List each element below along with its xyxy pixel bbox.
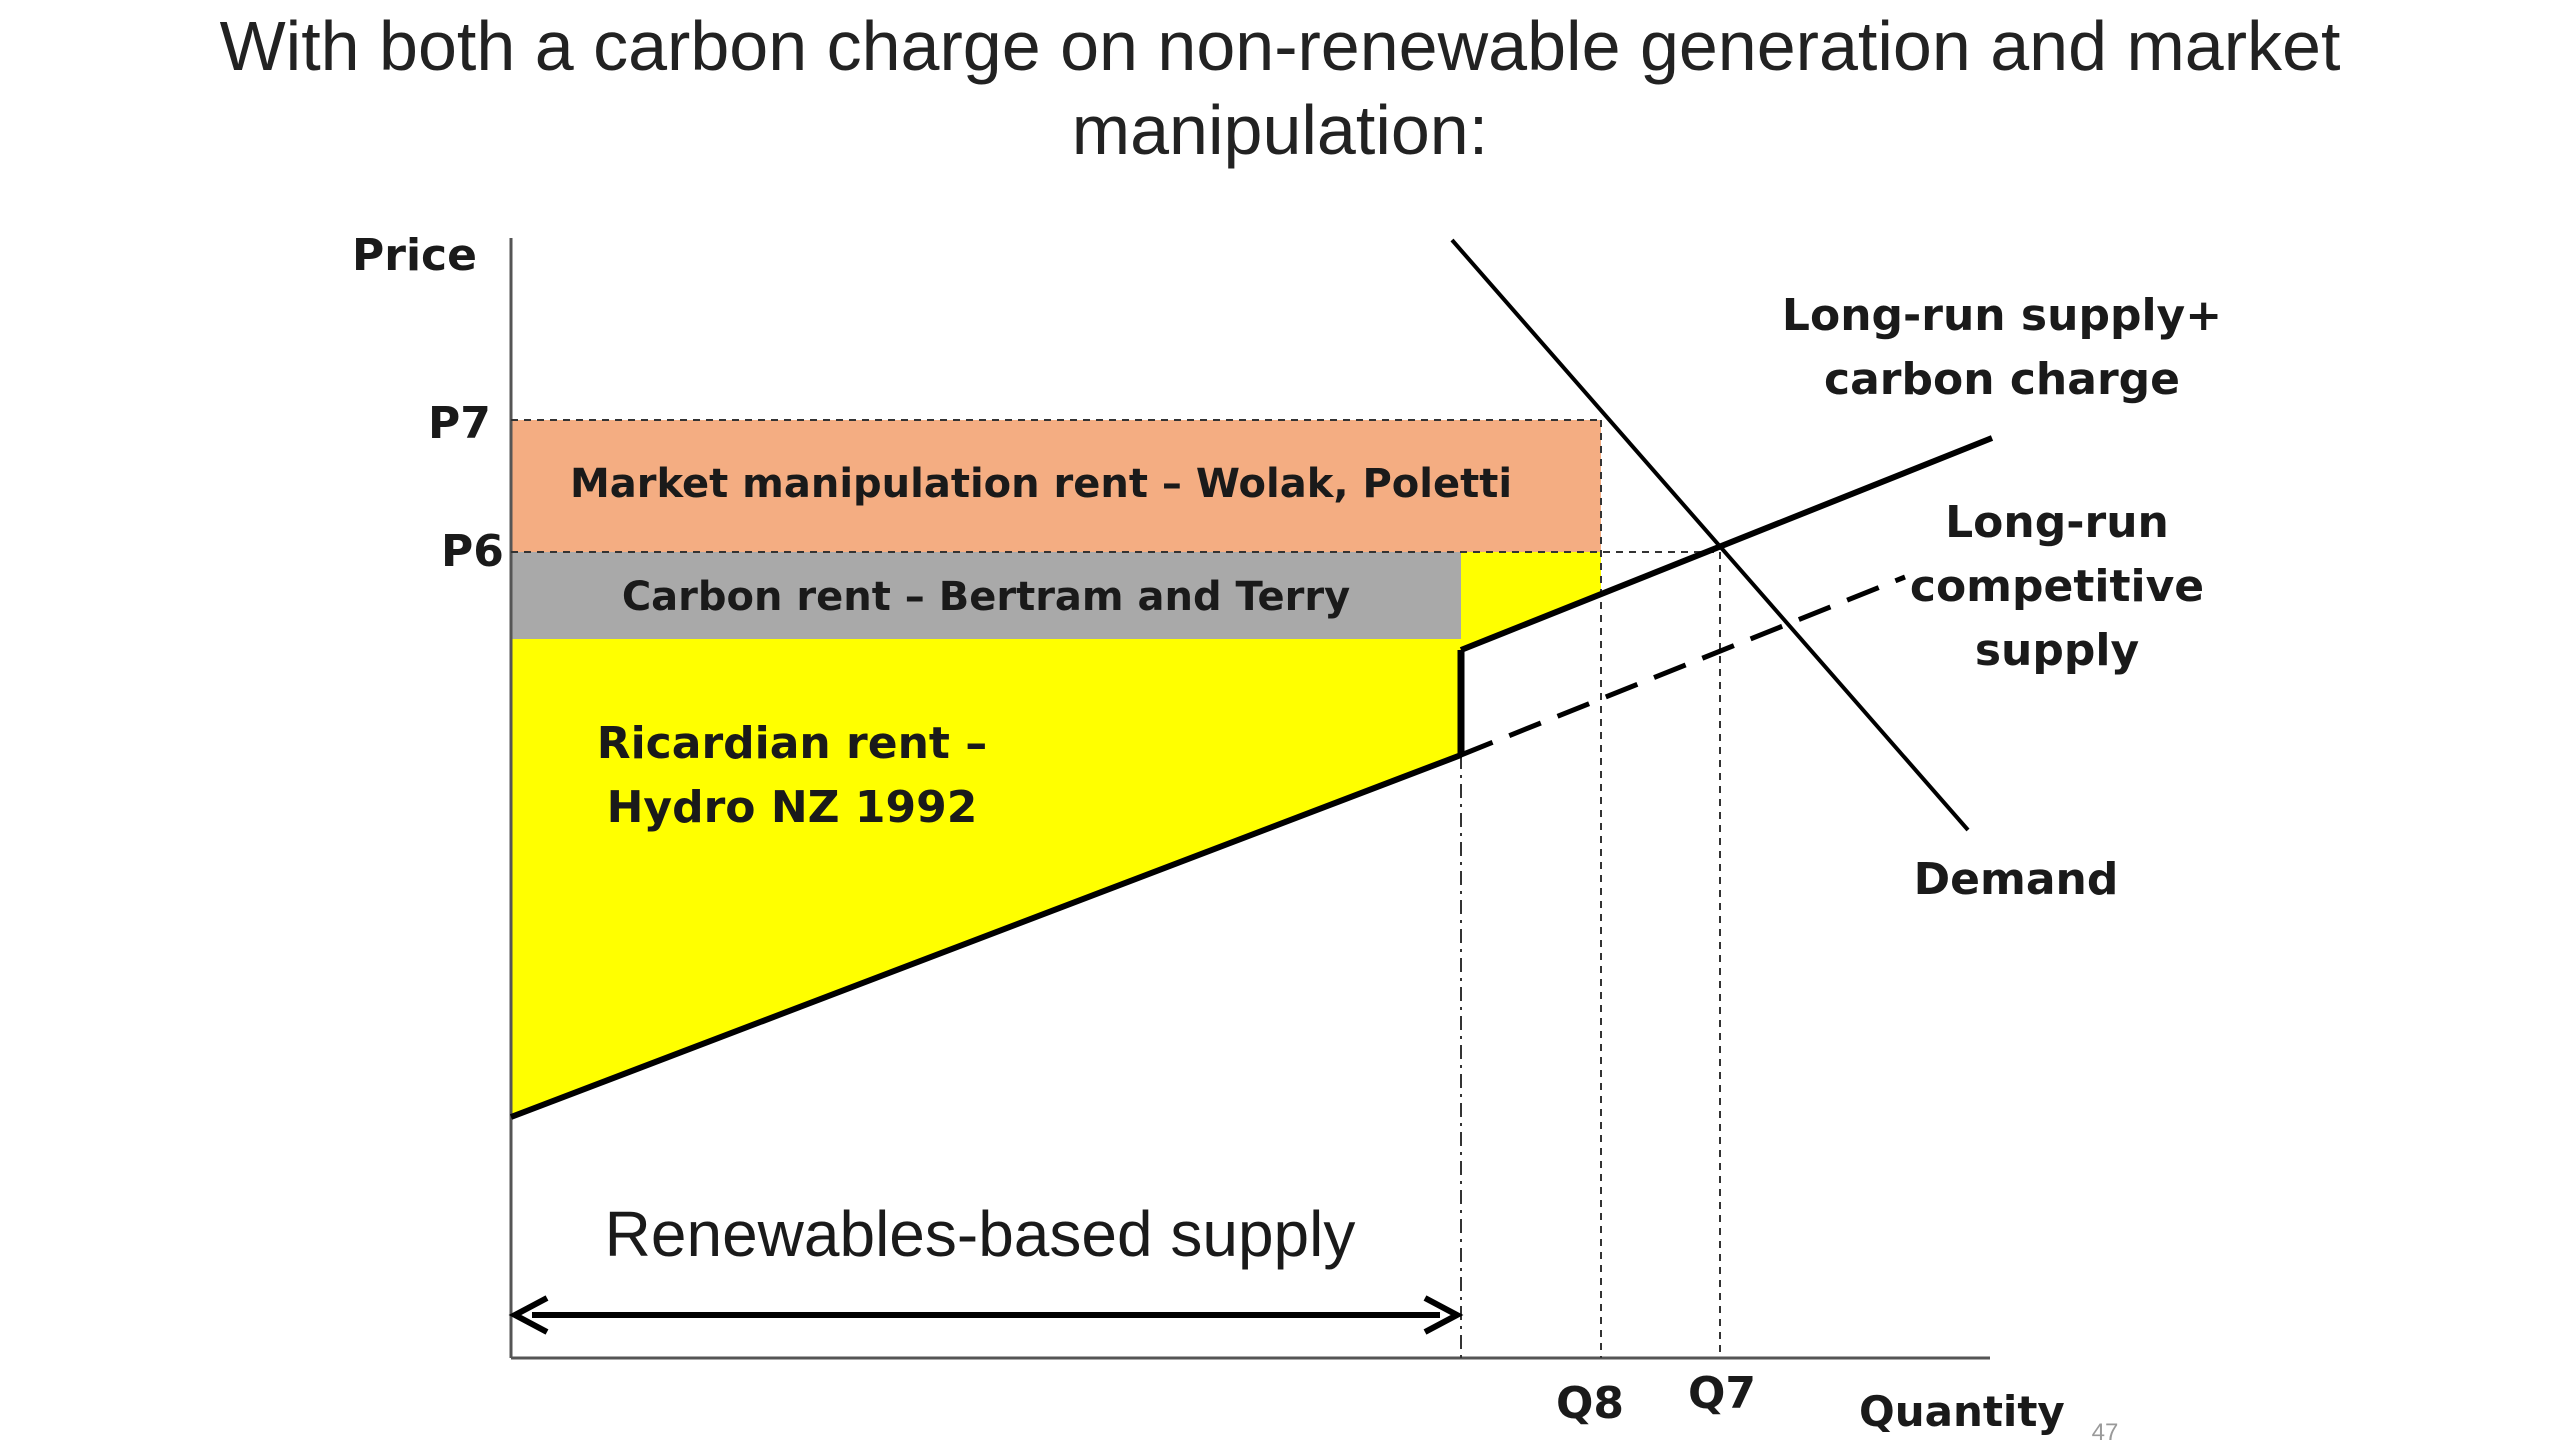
p7-label: P7 [428,398,491,449]
slide-title-line-2: manipulation: [1071,91,1489,169]
ricardian-rent-label-line-1: Ricardian rent – [597,718,988,769]
carbon-rent-triangle-region [1461,552,1601,650]
demand-label: Demand [1914,854,2119,905]
supply-carbon-label-line-2: carbon charge [1824,354,2180,405]
ricardian-rent-label-line-2: Hydro NZ 1992 [607,782,978,833]
slide-title-line-1: With both a carbon charge on non-renewab… [219,7,2341,85]
supply-plus-carbon-curve [1459,435,1994,653]
renewables-supply-curve [509,752,1463,1120]
renewables-arrow-left-head [508,1295,549,1335]
demand-curve [1450,238,1970,832]
market-manipulation-rent-region [511,420,1601,552]
competitive-supply-label-line-1: Long-run [1945,497,2169,548]
x-axis-label: Quantity [1859,1387,2065,1436]
slide-title: With both a carbon charge on non-renewab… [0,4,2560,172]
ricardian-rent-region [511,639,1461,1117]
y-axis-label: Price [352,230,477,281]
supply-carbon-label-line-1: Long-run supply+ [1782,290,2222,341]
competitive-supply-label-line-3: supply [1975,625,2139,676]
market-manipulation-rent-label: Market manipulation rent – Wolak, Polett… [570,461,1512,507]
renewables-arrow-right-head [1423,1295,1464,1335]
p6-label: P6 [441,526,504,577]
page-number: 47 [2092,1419,2119,1440]
renewables-supply-label: Renewables-based supply [605,1198,1356,1270]
q7-label: Q7 [1688,1368,1756,1419]
q8-label: Q8 [1556,1378,1624,1429]
competitive-supply-label-line-2: competitive [1910,561,2204,612]
competitive-supply-curve [1460,574,1906,758]
carbon-rent-label: Carbon rent – Bertram and Terry [622,574,1350,620]
carbon-rent-region [511,552,1461,639]
